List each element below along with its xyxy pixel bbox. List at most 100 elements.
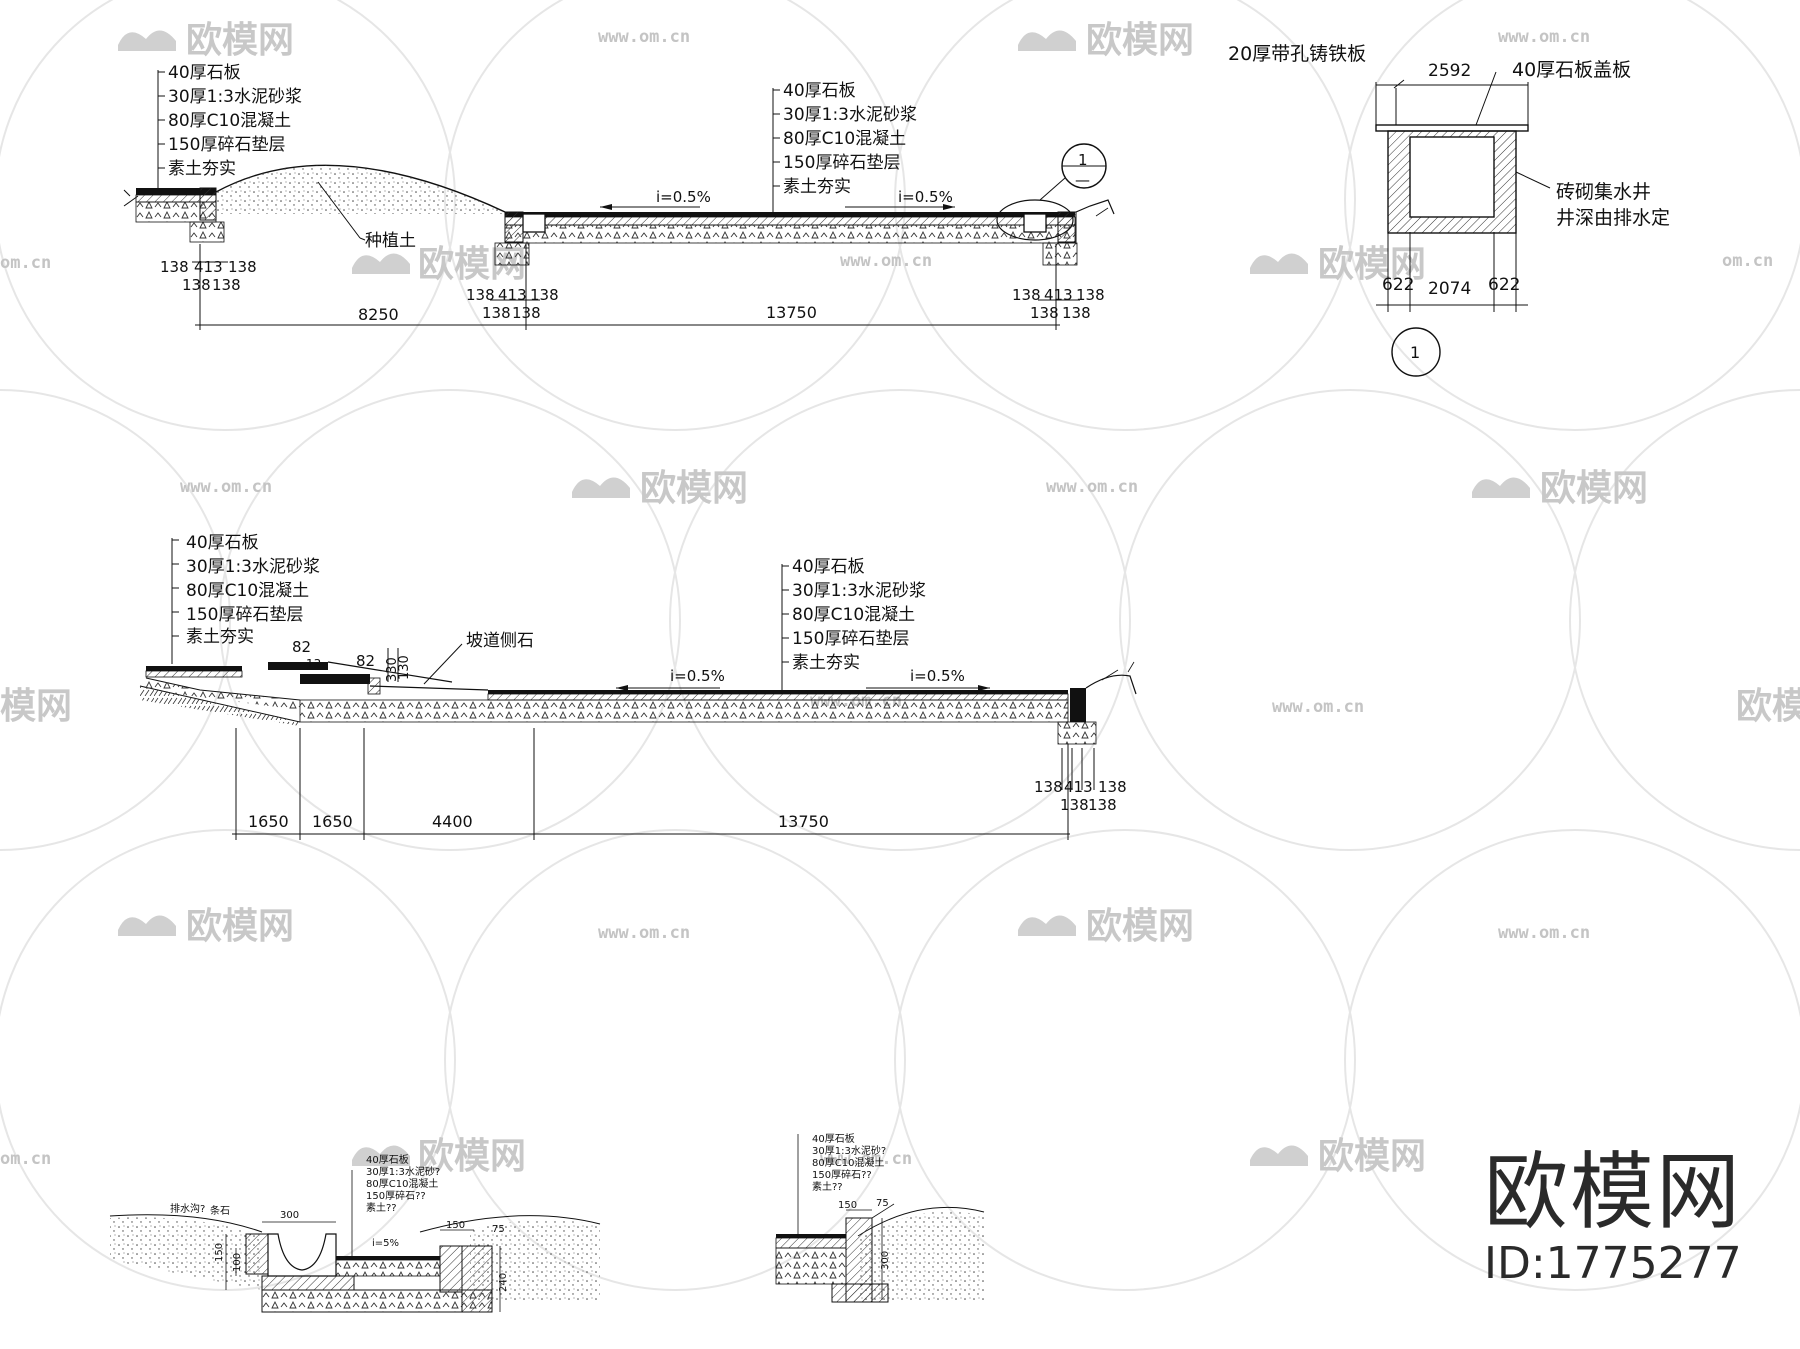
watermark-logo-icon — [1250, 253, 1308, 274]
s1-slope-left: i=0.5% — [656, 188, 711, 206]
watermark-text: 欧模网 — [1318, 244, 1426, 285]
s2-layer-right-1: 40厚石板 — [792, 557, 865, 577]
sl-dim-100: 100 — [232, 1253, 243, 1272]
watermark-text: 欧模网 — [186, 20, 294, 61]
s1-layer-right-2: 30厚1:3水泥砂浆 — [783, 105, 917, 125]
section-2-profile — [139, 538, 1137, 840]
s2-dim-small: 138 — [1034, 778, 1063, 796]
s1-dim-small: 138 — [212, 276, 241, 294]
s2-layer-right-3: 80厚C10混凝土 — [792, 605, 915, 625]
sl-layer-5: 素土?? — [366, 1201, 397, 1214]
s1-dim-small: 138 — [1076, 286, 1105, 304]
section-2-labels: 40厚石板 30厚1:3水泥砂浆 80厚C10混凝土 150厚碎石垫层 素土夯实… — [186, 533, 1127, 831]
brand-id: ID:1775277 — [1483, 1238, 1742, 1289]
s1-layer-left-2: 30厚1:3水泥砂浆 — [168, 87, 302, 107]
s1-dim-small: 138 — [160, 258, 189, 276]
watermark-text: 模网 — [0, 686, 72, 727]
sl-layer-2: 30厚1:3水泥砂? — [366, 1165, 440, 1178]
watermark-text: 欧模网 — [186, 906, 294, 947]
s1-dim-main-right: 13750 — [766, 303, 817, 322]
sl-layer-4: 150厚碎石?? — [366, 1189, 426, 1202]
s2-dim-82: 82 — [356, 652, 375, 670]
sl-dim-150: 150 — [446, 1220, 465, 1231]
s1-dim-small: 138 — [530, 286, 559, 304]
s1-layer-left-4: 150厚碎石垫层 — [168, 135, 285, 155]
s2-layer-right-2: 30厚1:3水泥砂浆 — [792, 581, 926, 601]
s2-slope-right: i=0.5% — [910, 667, 965, 685]
watermark-logo-icon — [572, 477, 630, 498]
watermark-url: www.om.cn — [840, 251, 932, 271]
watermark-url: www.om.cn — [1498, 923, 1590, 943]
s2-layer-left-5: 素土夯实 — [186, 627, 254, 647]
watermark-url: www.om.cn — [820, 1149, 912, 1169]
s1-dim-small: 413 — [1044, 286, 1073, 304]
small-detail-left — [109, 1170, 601, 1313]
s2-curb-label: 坡道侧石 — [466, 631, 534, 651]
d1-dim-mid: 2074 — [1428, 279, 1471, 299]
watermark-url: www.om.cn — [1046, 477, 1138, 497]
s1-dim-small: 138 — [1062, 304, 1091, 322]
s2-layer-left-1: 40厚石板 — [186, 533, 259, 553]
s2-layer-right-4: 150厚碎石垫层 — [792, 629, 909, 649]
sl-dim-75: 75 — [492, 1224, 505, 1235]
detail-1-labels: 20厚带孔铸铁板 40厚石板盖板 2592 砖砌集水井 井深由排水定 622 2… — [1228, 43, 1670, 362]
d1-slab-label: 40厚石板盖板 — [1512, 59, 1631, 81]
watermark-url: www.om.cn — [180, 477, 272, 497]
s1-layer-left-1: 40厚石板 — [168, 63, 241, 83]
d1-well-label-2: 井深由排水定 — [1556, 207, 1670, 229]
sr-layer-1: 40厚石板 — [812, 1132, 855, 1145]
s1-dim-small: 413 — [194, 258, 223, 276]
s1-slope-right: i=0.5% — [898, 188, 953, 206]
watermark-layer: 欧模网 www.om.cn 欧模网 www.om.cn om.cn 欧模网 ww… — [0, 0, 1800, 1291]
s2-dim-small: 413 — [1064, 778, 1093, 796]
d1-well-label-1: 砖砌集水井 — [1556, 181, 1651, 203]
s1-dim-small: 413 — [498, 286, 527, 304]
section-1-labels: 40厚石板 30厚1:3水泥砂浆 80厚C10混凝土 150厚碎石垫层 素土夯实… — [160, 63, 1105, 324]
sr-layer-4: 150厚碎石?? — [812, 1168, 872, 1181]
watermark-logo-icon — [118, 915, 176, 936]
s2-slope-left: i=0.5% — [670, 667, 725, 685]
s1-layer-right-4: 150厚碎石垫层 — [783, 153, 900, 173]
d1-cover-label: 20厚带孔铸铁板 — [1228, 43, 1366, 65]
watermark-marks: 欧模网 www.om.cn 欧模网 www.om.cn om.cn 欧模网 ww… — [0, 20, 1800, 1177]
watermark-logo-icon — [352, 253, 410, 274]
s2-dim-4: 13750 — [778, 812, 829, 831]
s2-dim-small: 138 — [1088, 796, 1117, 814]
s1-dim-small: 138 — [228, 258, 257, 276]
section-1-profile — [123, 70, 1115, 330]
sl-drain-label: 排水沟? — [170, 1202, 205, 1215]
watermark-logo-icon — [1472, 477, 1530, 498]
watermark-text: 欧模网 — [1086, 20, 1194, 61]
detail-1-well — [1375, 71, 1551, 377]
sr-dim-75: 75 — [876, 1198, 889, 1209]
watermark-text: 欧模网 — [1540, 468, 1648, 509]
brand-name: 欧模网 — [1483, 1143, 1742, 1241]
watermark-url: www.om.cn — [598, 923, 690, 943]
watermark-logo-icon — [1018, 30, 1076, 51]
s2-layer-left-3: 80厚C10混凝土 — [186, 581, 309, 601]
s2-dim-small: 138 — [1060, 796, 1089, 814]
watermark-url: om.cn — [1722, 251, 1773, 271]
s1-dim-small: 138 — [466, 286, 495, 304]
watermark-url: www.om.cn — [1498, 27, 1590, 47]
watermark-text: 欧模网 — [418, 1136, 526, 1177]
s2-layer-left-4: 150厚碎石垫层 — [186, 605, 303, 625]
sr-layer-2: 30厚1:3水泥砂? — [812, 1144, 886, 1157]
s1-callout-sheet: — — [1075, 171, 1090, 189]
s2-dim-1: 1650 — [248, 812, 289, 831]
sr-dim-300: 300 — [880, 1251, 891, 1270]
s1-dim-small: 138 — [1030, 304, 1059, 322]
s1-dim-small: 138 — [1012, 286, 1041, 304]
s2-dim-82: 82 — [292, 638, 311, 656]
s1-callout-number: 1 — [1078, 151, 1088, 169]
s2-dim-3: 4400 — [432, 812, 473, 831]
s2-dim-small: 138 — [1098, 778, 1127, 796]
s2-layer-left-2: 30厚1:3水泥砂浆 — [186, 557, 320, 577]
watermark-logo-icon — [1018, 915, 1076, 936]
sl-slope: i=5% — [372, 1238, 399, 1249]
s1-dim-main-left: 8250 — [358, 305, 399, 324]
watermark-url: www.om.cn — [1272, 697, 1364, 717]
small-detail-right-labels: 40厚石板 30厚1:3水泥砂? 80厚C10混凝土 150厚碎石?? 素土??… — [812, 1132, 891, 1270]
s2-layer-right-5: 素土夯实 — [792, 653, 860, 673]
